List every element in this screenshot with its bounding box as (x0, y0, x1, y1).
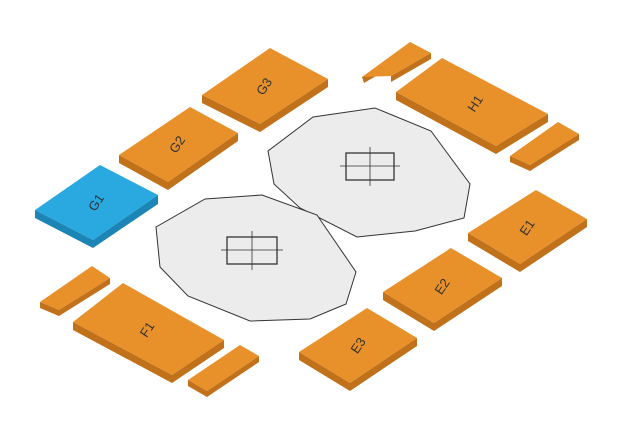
stage-platform-top (267, 107, 471, 238)
section-block-f-right[interactable] (188, 345, 259, 397)
stage-platform-bottom (155, 194, 357, 322)
section-G1[interactable]: G1 (35, 165, 158, 248)
section-E2[interactable]: E2 (383, 248, 502, 331)
section-block-h-right[interactable] (510, 122, 579, 171)
section-block-f-left[interactable] (40, 266, 110, 316)
section-G2[interactable]: G2 (119, 107, 238, 190)
section-E1[interactable]: E1 (468, 190, 587, 272)
section-block-h-left[interactable] (362, 42, 431, 83)
section-E3[interactable]: E3 (299, 308, 417, 391)
section-G3[interactable]: G3 (202, 48, 328, 132)
